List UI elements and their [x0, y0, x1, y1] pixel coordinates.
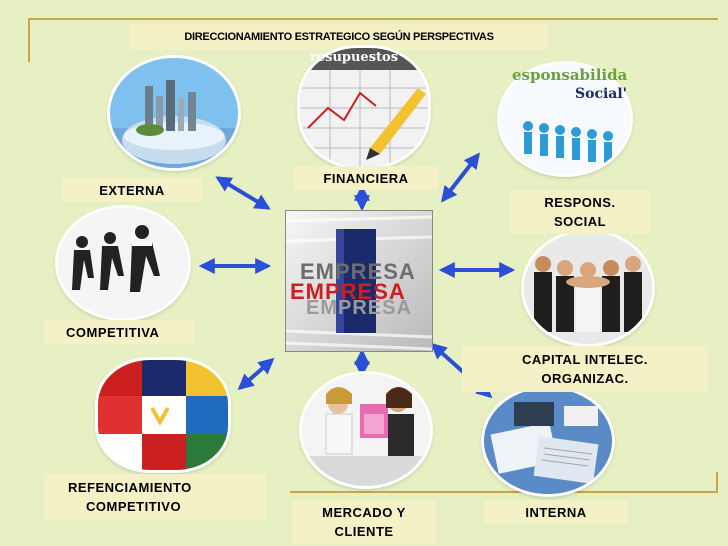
arrow-externa [215, 176, 271, 210]
photo-referenciamiento [98, 360, 228, 470]
label-interna-text: INTERNA [525, 504, 587, 520]
label-capital-line2: ORGANIZAC. [541, 371, 629, 386]
photo-financiera-caption: resupuestos [310, 50, 399, 65]
label-ref-line2: COMPETITIVO [86, 499, 182, 514]
label-mercado-line1: MERCADO Y [322, 505, 406, 520]
label-respons-line2: SOCIAL [553, 214, 607, 229]
photo-financiera [300, 48, 428, 166]
photo-capital-intelectual [524, 232, 652, 344]
frame-line-left [28, 18, 30, 62]
empresa-word-middle: EMPRESA [290, 279, 406, 304]
frame-line-top [28, 18, 718, 20]
label-respons-line1: RESPONS. [544, 195, 616, 210]
label-capital-line1: CAPITAL INTELEC. [522, 352, 648, 367]
label-financiera: FINANCIERA [294, 166, 438, 190]
label-referenciamiento: REFENCIAMIENTO COMPETITIVO [44, 474, 266, 520]
empresa-word-bottom: EMPRESA [306, 297, 412, 319]
empresa-center-logo: E EMPRESA EMPRESA EMPRESA [285, 210, 433, 352]
diagram-title: DIRECCIONAMIENTO ESTRATEGICO SEGÚN PERSP… [130, 24, 548, 50]
label-ref-line1: REFENCIAMIENTO [68, 480, 192, 495]
label-responsabilidad-social: RESPONS. SOCIAL [510, 190, 650, 234]
photo-interna [484, 388, 612, 494]
label-mercado-cliente: MERCADO Y CLIENTE [292, 500, 436, 544]
empresa-word-top: EMPRESA [300, 259, 416, 284]
photo-competitiva [58, 208, 188, 318]
frame-line-bottom [290, 491, 718, 493]
arrow-referenciamiento [237, 357, 275, 391]
label-capital-intelectual: CAPITAL INTELEC. ORGANIZAC. [462, 346, 708, 392]
label-mercado-line2: CLIENTE [334, 524, 394, 539]
arrow-responsabilidad [441, 152, 480, 203]
label-externa: EXTERNA [62, 178, 202, 202]
label-competitiva: COMPETITIVA [44, 320, 194, 344]
photo-externa [110, 58, 238, 168]
label-externa-text: EXTERNA [99, 182, 165, 198]
photo-responsabilidad-social [500, 64, 630, 174]
label-competitiva-text: COMPETITIVA [66, 324, 160, 340]
photo-responsabilidad-caption-1: esponsabilida [512, 66, 628, 84]
label-interna: INTERNA [484, 500, 628, 524]
label-financiera-text: FINANCIERA [323, 170, 409, 186]
photo-responsabilidad-caption-2: Social' [575, 86, 627, 102]
photo-mercado-cliente [302, 374, 430, 486]
frame-line-right [716, 472, 718, 492]
